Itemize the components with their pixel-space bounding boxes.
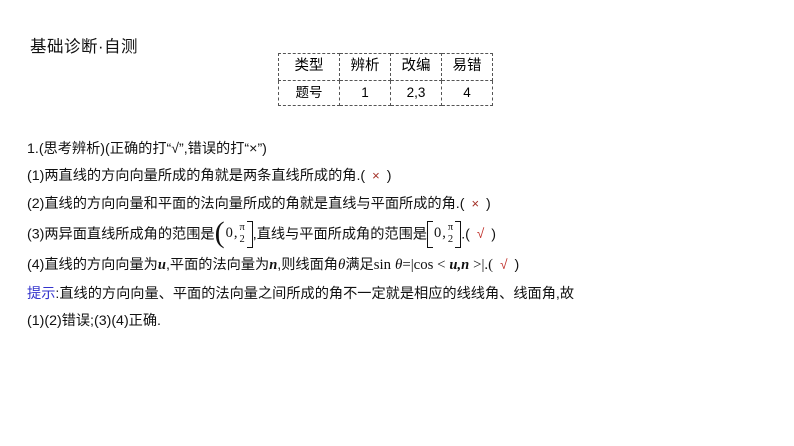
table-cell-analysis-nums: 1 [339, 79, 391, 107]
table-header-error-prone: 易错 [441, 53, 493, 81]
statement-item-1: (1)两直线的方向向量所成的角就是两条直线所成的角.( ×) [27, 167, 772, 186]
hint-colon: : [55, 285, 60, 302]
hint-line-second: (1)(2)错误;(3)(4)正确. [27, 312, 772, 331]
hint-text-first: 直线的方向向量、平面的法向量之间所成的角不一定就是相应的线线角、线面角,故 [59, 285, 575, 302]
item-4-text-c: ,则线面角 [277, 257, 338, 274]
item-3-text-b: ,直线与平面所成角的范围是 [252, 226, 427, 243]
item-4-formula-comma: , [457, 257, 462, 274]
statement-item-2: (2)直线的方向向量和平面的法向量所成的角就是直线与平面所成的角.( ×) [27, 195, 772, 214]
item-1-text: 两直线的方向向量所成的角就是两条直线所成的角.( [44, 168, 366, 185]
item-3-close-paren: ) [491, 226, 497, 243]
interval-1-denominator: 2 [239, 233, 245, 245]
interval-1-comma: , [233, 224, 238, 241]
table-header-adapted: 改编 [390, 53, 442, 81]
item-4-formula-eq: =|cos < [402, 257, 446, 274]
diagnosis-table: 类型 辨析 改编 易错 题号 1 2,3 4 [278, 53, 493, 107]
hint-text-second: (1)(2)错误;(3)(4)正确. [27, 312, 161, 329]
item-3-answer-mark: √ [476, 226, 485, 242]
item-2-text: 直线的方向向量和平面的法向量所成的角就是直线与平面所成的角.( [44, 195, 465, 212]
table-header-type: 类型 [278, 53, 340, 81]
item-1-answer-mark: × [372, 168, 380, 184]
table-cell-error-nums: 4 [441, 79, 493, 107]
interval-1-right-bracket [246, 220, 253, 248]
item-4-close-paren: ) [514, 257, 520, 274]
interval-1-lower: 0 [225, 224, 233, 241]
item-3-number: (3) [27, 226, 45, 243]
item-1-close-paren: ) [386, 168, 392, 185]
item-4-vector-n: n [269, 257, 278, 274]
item-4-formula-tail: >|.( [473, 257, 494, 274]
interval-2-numerator: π [447, 222, 454, 234]
table-header-row: 类型 辨析 改编 易错 [278, 53, 493, 81]
interval-2-denominator: 2 [447, 233, 454, 245]
table-header-analysis: 辨析 [339, 53, 391, 81]
interval-1-left-paren: ( [214, 215, 225, 249]
table-row: 题号 1 2,3 4 [278, 79, 493, 107]
item-4-answer-mark: √ [500, 257, 508, 273]
statement-item-4: (4)直线的方向向量为u,平面的法向量为n,则线面角θ满足sin θ=|cos … [27, 256, 772, 276]
table-cell-question-label: 题号 [278, 79, 340, 107]
page-title: 基础诊断·自测 [30, 38, 138, 56]
interval-2-left-bracket [427, 220, 433, 248]
item-2-number: (2) [27, 195, 45, 212]
item-4-formula-n: n [461, 257, 470, 274]
item-4-formula-u: u [449, 257, 458, 274]
item-2-close-paren: ) [486, 195, 491, 212]
item-4-text-a: 直线的方向向量为 [44, 257, 158, 274]
item-4-text-b: ,平面的法向量为 [165, 257, 270, 274]
content-body: 1.(思考辨析)(正确的打“√”,错误的打“×”) (1)两直线的方向向量所成的… [27, 140, 772, 339]
question-heading: 1.(思考辨析)(正确的打“√”,错误的打“×”) [27, 141, 267, 157]
item-4-text-d: 满足 [345, 257, 374, 274]
interval-2-lower: 0 [434, 224, 442, 241]
item-4-theta: θ [337, 257, 346, 274]
item-4-formula-theta: θ [394, 257, 403, 274]
item-3-text-a: 两异面直线所成角的范围是 [44, 226, 215, 243]
interval-2-comma: , [442, 224, 446, 241]
item-2-answer-mark: × [471, 195, 480, 211]
item-4-formula-sin: sin [373, 257, 392, 274]
item-3-text-c: .( [461, 226, 470, 243]
interval-1-numerator: π [239, 222, 245, 234]
item-4-number: (4) [27, 257, 45, 274]
hint-line-first: 提示:直线的方向向量、平面的法向量之间所成的角不一定就是相应的线线角、线面角,故 [27, 285, 772, 304]
item-4-vector-u: u [157, 257, 166, 274]
item-1-number: (1) [27, 168, 45, 185]
table-cell-adapted-nums: 2,3 [390, 79, 442, 107]
interval-2-right-bracket [455, 220, 462, 248]
hint-label: 提示 [27, 285, 56, 302]
